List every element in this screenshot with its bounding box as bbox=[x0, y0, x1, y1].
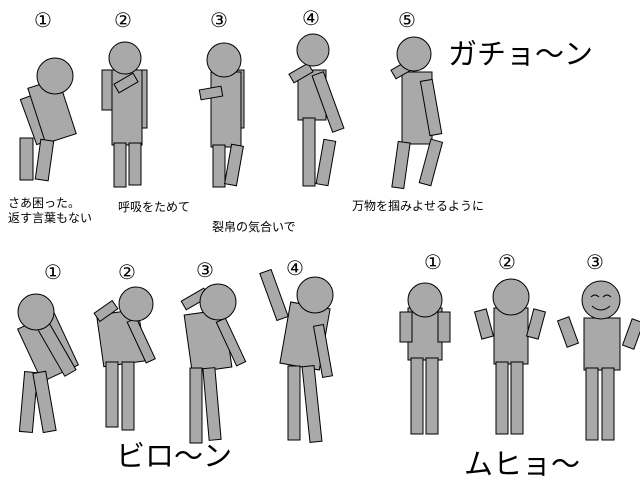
row2-right-number-1: ① bbox=[424, 250, 442, 274]
row2-left-number-2: ② bbox=[118, 260, 136, 284]
caption-2: 呼吸をためて bbox=[118, 200, 191, 214]
figure-biron-1 bbox=[16, 293, 80, 434]
row2-right-title: ムヒョ～ bbox=[464, 447, 581, 481]
row2-left-title: ビロ～ン bbox=[116, 439, 233, 473]
figure-gachon-5 bbox=[390, 36, 444, 190]
row2-right-number-3: ③ bbox=[586, 250, 604, 274]
row1-number-2: ② bbox=[114, 8, 132, 32]
caption-1-line1: さあ困った。 bbox=[8, 196, 81, 210]
figure-muhyo-3 bbox=[556, 280, 640, 441]
row2-left-number-1: ① bbox=[44, 260, 62, 284]
row1-number-5: ⑤ bbox=[398, 8, 416, 32]
figure-biron-3 bbox=[180, 283, 247, 444]
row2-left-number-3: ③ bbox=[196, 258, 214, 282]
caption-5: 万物を掴みよせるように bbox=[352, 199, 485, 213]
figure-muhyo-2 bbox=[473, 278, 547, 435]
row1-number-4: ④ bbox=[302, 6, 320, 30]
figure-gachon-4 bbox=[288, 33, 345, 187]
row1-number-1: ① bbox=[34, 8, 52, 32]
figure-gachon-3 bbox=[198, 42, 245, 188]
caption-3: 裂帛の気合いで bbox=[212, 220, 296, 234]
figure-biron-4 bbox=[259, 268, 334, 443]
figure-gachon-2 bbox=[101, 41, 148, 188]
row1-title: ガチョ～ン bbox=[448, 37, 594, 71]
figure-muhyo-1 bbox=[399, 282, 451, 435]
figure-gachon-1 bbox=[19, 57, 77, 182]
caption-1: さあ困った。 返す言葉もない bbox=[8, 196, 92, 226]
row2-right-number-2: ② bbox=[498, 250, 516, 274]
row1-number-3: ③ bbox=[210, 8, 228, 32]
figure-biron-2 bbox=[93, 286, 156, 431]
caption-1-line2: 返す言葉もない bbox=[8, 211, 93, 225]
row2-left-number-4: ④ bbox=[286, 256, 304, 280]
